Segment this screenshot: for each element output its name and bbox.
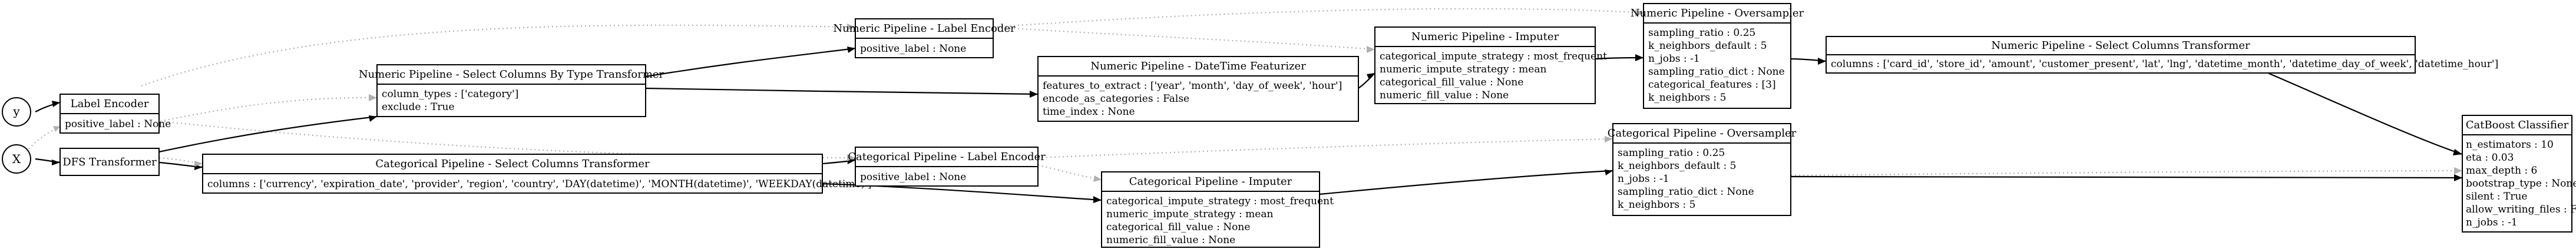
node-catboost-classifier[interactable]: CatBoost Classifier n_estimators : 10 et… — [2462, 115, 2576, 233]
node-param: n_estimators : 10 — [2466, 139, 2554, 151]
node-param: columns : ['currency', 'expiration_date'… — [207, 178, 872, 190]
node-title: Numeric Pipeline - Oversampler — [1631, 7, 1804, 19]
node-param: numeric_impute_strategy : mean — [1380, 64, 1546, 75]
node-param: positive_label : None — [860, 43, 966, 55]
node-param: categorical_fill_value : None — [1106, 221, 1250, 233]
node-param: column_types : ['category'] — [382, 88, 518, 100]
node-param: categorical_features : [3] — [1648, 79, 1776, 91]
edge-num-label-encoder-to-num-imputer — [993, 26, 1375, 51]
node-param: columns : ['card_id', 'store_id', 'amoun… — [1831, 58, 2498, 70]
node-title: Numeric Pipeline - Label Encoder — [833, 22, 1016, 35]
input-x-label: X — [12, 152, 21, 166]
node-param: k_neighbors_default : 5 — [1618, 160, 1737, 172]
node-param: sampling_ratio : 0.25 — [1648, 27, 1755, 39]
arrowheads — [52, 9, 2462, 203]
node-cat-oversampler[interactable]: Categorical Pipeline - Oversampler sampl… — [1608, 123, 1797, 216]
node-param: k_neighbors_default : 5 — [1648, 40, 1767, 52]
edge-cat-oversampler-to-catboost-dotted — [1790, 170, 2463, 177]
node-title: Numeric Pipeline - Select Columns By Typ… — [359, 68, 664, 81]
node-title: Numeric Pipeline - DateTime Featurizer — [1090, 60, 1306, 72]
node-title: Categorical Pipeline - Label Encoder — [848, 151, 1046, 163]
edge-num-select-columns-to-catboost — [2267, 72, 2463, 155]
edge-x-to-cat-select — [158, 157, 203, 165]
node-param: silent : True — [2466, 191, 2527, 202]
node-param: max_depth : 6 — [2466, 165, 2537, 177]
node-param: eta : 0.03 — [2466, 152, 2514, 164]
node-num-select-columns[interactable]: Numeric Pipeline - Select Columns Transf… — [1826, 36, 2498, 74]
node-param: categorical_impute_strategy : most_frequ… — [1380, 51, 1607, 62]
edge-y-to-cat-label-encoder — [160, 120, 856, 159]
input-x-node[interactable]: X — [2, 144, 31, 174]
node-param: sampling_ratio_dict : None — [1618, 186, 1754, 198]
edge-cat-label-encoder-to-cat-oversampler — [1037, 138, 1613, 159]
node-title: Numeric Pipeline - Imputer — [1411, 31, 1559, 43]
node-title: CatBoost Classifier — [2466, 119, 2569, 131]
node-param: k_neighbors : 5 — [1618, 199, 1695, 211]
node-param: sampling_ratio : 0.25 — [1618, 147, 1725, 159]
node-title: Numeric Pipeline - Select Columns Transf… — [1991, 39, 2250, 52]
node-title: Categorical Pipeline - Select Columns Tr… — [375, 158, 650, 170]
node-cat-imputer[interactable]: Categorical Pipeline - Imputer categoric… — [1101, 171, 1334, 248]
edge-num-select-types-to-num-datetime — [645, 87, 1039, 95]
node-num-imputer[interactable]: Numeric Pipeline - Imputer categorical_i… — [1374, 26, 1607, 104]
node-param: numeric_impute_strategy : mean — [1106, 208, 1273, 220]
edge-dfs-to-num-select-types — [158, 115, 378, 153]
node-param: n_jobs : -1 — [1618, 173, 1669, 185]
input-y-node[interactable]: y — [2, 97, 31, 127]
node-title: Categorical Pipeline - Imputer — [1129, 175, 1292, 188]
node-param: categorical_fill_value : None — [1380, 77, 1523, 88]
node-dfs-transformer[interactable]: DFS Transformer — [59, 148, 160, 176]
edge-num-select-types-to-num-label-encoder — [645, 47, 856, 78]
node-num-oversampler[interactable]: Numeric Pipeline - Oversampler sampling_… — [1631, 3, 1804, 109]
node-title: Categorical Pipeline - Oversampler — [1608, 127, 1797, 140]
edge-num-label-encoder-to-num-oversampler — [993, 8, 1644, 28]
node-param: sampling_ratio_dict : None — [1648, 66, 1785, 78]
node-param: features_to_extract : ['year', 'month', … — [1043, 80, 1342, 92]
node-param: positive_label : None — [860, 171, 966, 183]
node-param: exclude : True — [382, 101, 455, 113]
input-y-label: y — [12, 104, 20, 118]
node-param: numeric_fill_value : None — [1380, 89, 1509, 101]
node-num-select-columns-by-type[interactable]: Numeric Pipeline - Select Columns By Typ… — [359, 64, 664, 117]
node-param: n_jobs : -1 — [2466, 217, 2518, 228]
node-param: n_jobs : -1 — [1648, 53, 1700, 65]
edge-x-to-label-encoder — [25, 125, 61, 152]
edge-cat-oversampler-to-catboost — [1790, 175, 2463, 179]
node-title: DFS Transformer — [62, 156, 157, 168]
node-param: positive_label : None — [65, 118, 171, 130]
node-param: bootstrap_type : None — [2466, 178, 2576, 190]
edge-cat-label-encoder-to-cat-imputer — [1037, 164, 1102, 181]
node-param: categorical_impute_strategy : most_frequ… — [1106, 195, 1334, 207]
edge-y-to-num-select-types — [160, 97, 378, 122]
node-label-encoder[interactable]: Label Encoder positive_label : None — [59, 94, 171, 134]
node-num-datetime-featurizer[interactable]: Numeric Pipeline - DateTime Featurizer f… — [1037, 56, 1359, 122]
node-cat-select-columns[interactable]: Categorical Pipeline - Select Columns Tr… — [202, 154, 872, 194]
edge-cat-imputer-to-cat-oversampler — [1319, 170, 1613, 195]
node-param: time_index : None — [1043, 106, 1135, 118]
node-title: Label Encoder — [71, 98, 149, 110]
node-num-label-encoder[interactable]: Numeric Pipeline - Label Encoder positiv… — [833, 18, 1016, 58]
node-param: encode_as_categories : False — [1043, 93, 1189, 105]
node-param: k_neighbors : 5 — [1648, 92, 1726, 104]
node-cat-label-encoder[interactable]: Categorical Pipeline - Label Encoder pos… — [848, 147, 1046, 187]
node-param: allow_writing_files : False — [2466, 204, 2576, 215]
node-param: numeric_fill_value : None — [1106, 234, 1235, 246]
